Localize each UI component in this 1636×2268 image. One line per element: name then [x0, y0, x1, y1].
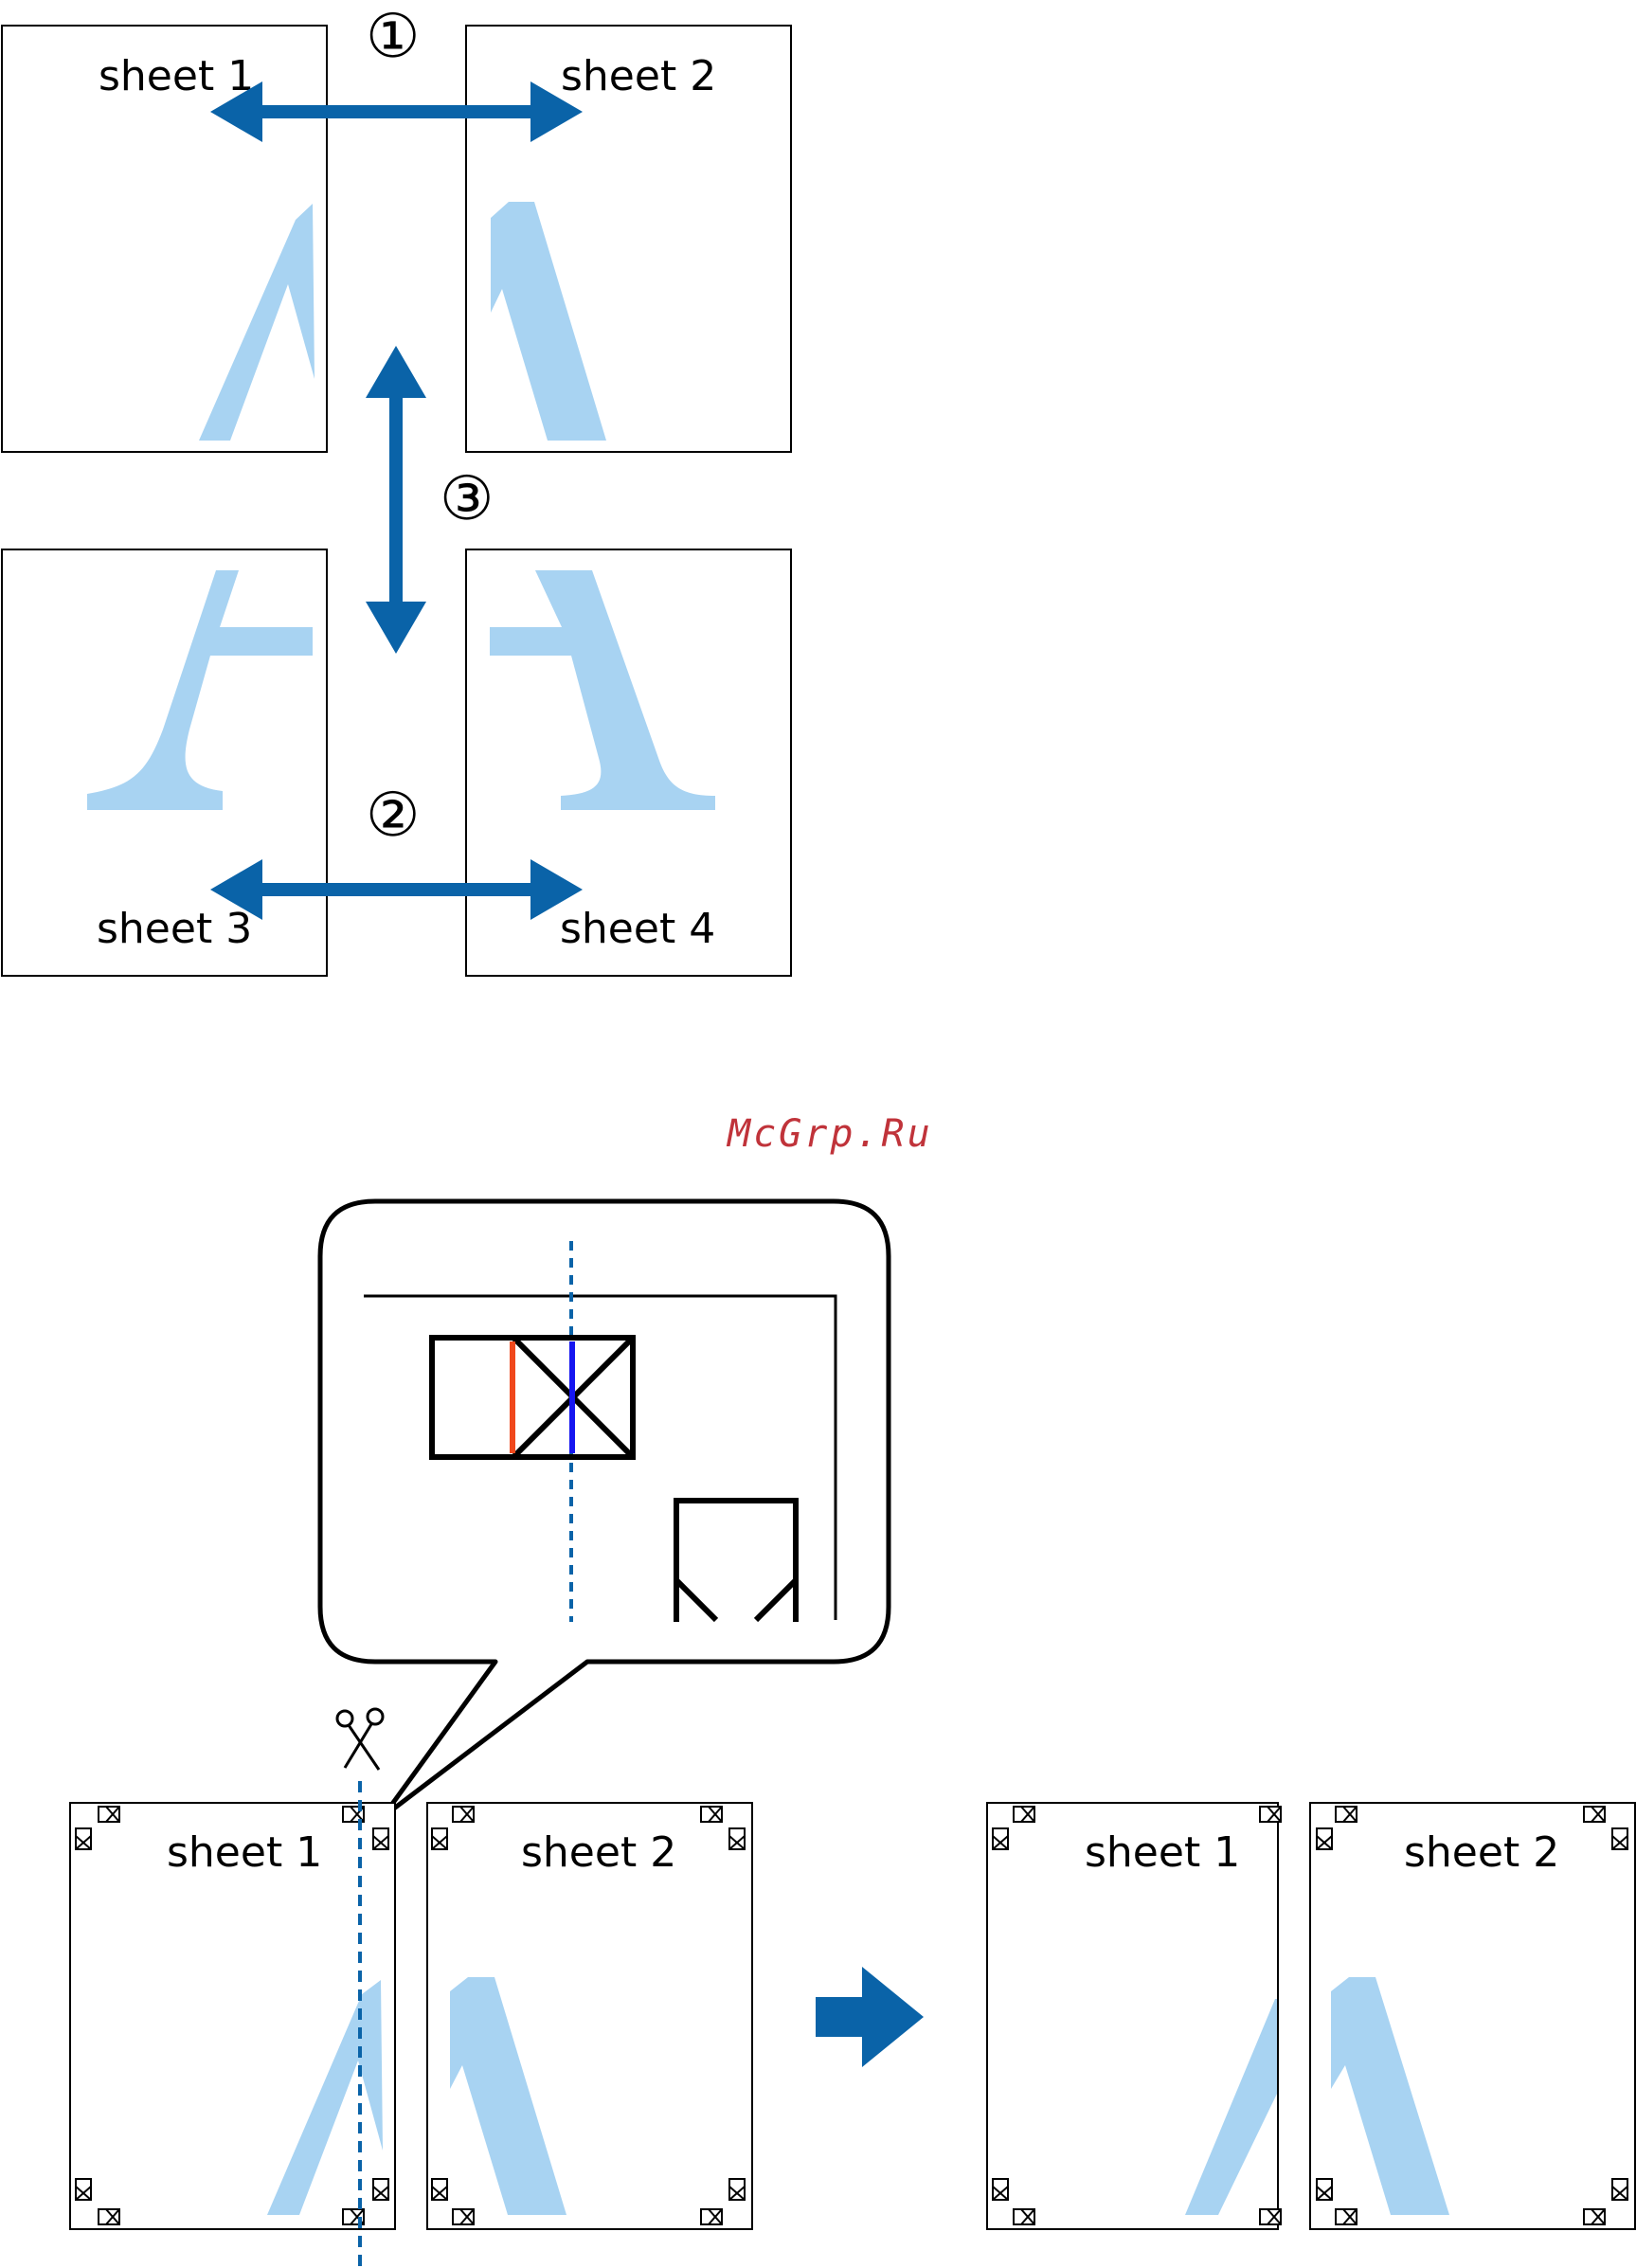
sheet-label: sheet 2	[1404, 1828, 1559, 1877]
zoom-callout	[320, 1201, 889, 1817]
step-number-2: ②	[366, 781, 420, 851]
next-step-arrow	[816, 1967, 924, 2067]
top-sheet-1: sheet 1	[2, 26, 327, 452]
arrow-step-3	[366, 346, 426, 654]
after-sheet-2: sheet 2	[1310, 1803, 1635, 2229]
sheet-label: sheet 3	[97, 905, 252, 953]
before-sheet-1: sheet 1	[70, 1803, 395, 2229]
after-sheet-1: sheet 1	[987, 1803, 1281, 2229]
top-sheet-3: sheet 3	[2, 549, 327, 976]
step-number-3: ③	[440, 464, 494, 534]
watermark: McGrp.Ru	[726, 1112, 933, 1156]
top-sheet-2: sheet 2	[466, 26, 791, 452]
sheet-label: sheet 1	[99, 52, 254, 100]
sheet-label: sheet 2	[561, 52, 716, 100]
scissors-icon	[337, 1709, 383, 1770]
sheet-label: sheet 1	[167, 1828, 322, 1877]
sheet-label: sheet 4	[560, 905, 715, 953]
sheet-label: sheet 1	[1085, 1828, 1240, 1877]
sheet-label: sheet 2	[521, 1828, 676, 1877]
step-number-1: ①	[366, 2, 420, 72]
top-sheet-4: sheet 4	[466, 549, 791, 976]
before-sheet-2: sheet 2	[427, 1803, 752, 2229]
top-diagram: sheet 1 sheet 2 sheet 3 sheet 4	[2, 2, 791, 976]
